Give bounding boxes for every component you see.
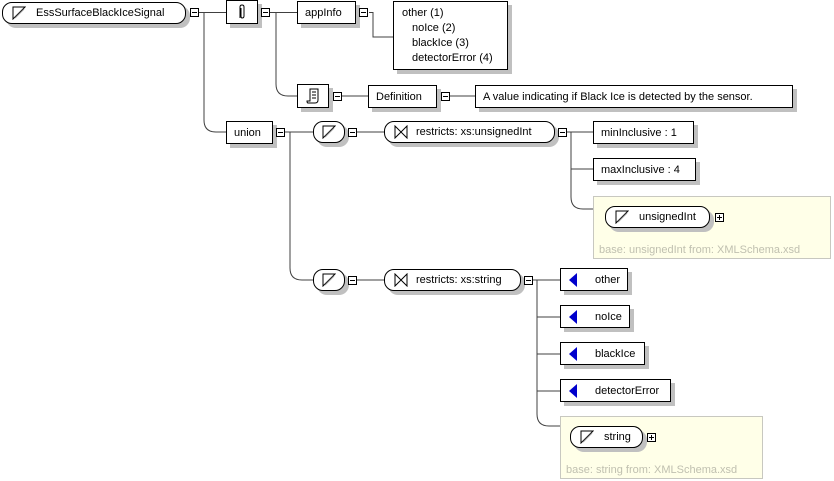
- restriction-label: restricts: xs:string: [416, 274, 502, 286]
- enumeration-label: detectorError: [595, 384, 660, 397]
- restriction-unsignedint-node[interactable]: restricts: xs:unsignedInt: [384, 121, 555, 143]
- simple-type-icon: [615, 210, 629, 224]
- enumeration-other[interactable]: other: [560, 268, 628, 291]
- union-node[interactable]: union: [226, 121, 273, 144]
- member-1-collapse-toggle[interactable]: [348, 128, 357, 137]
- union-label: union: [234, 126, 261, 139]
- definition-text-box: A value indicating if Black Ice is detec…: [475, 85, 793, 108]
- root-name: EssSurfaceBlackIceSignal: [36, 7, 165, 19]
- restriction-icon: [394, 125, 408, 139]
- documentation-node[interactable]: [297, 84, 329, 108]
- restriction-string-collapse-toggle[interactable]: [524, 276, 533, 285]
- base-type-name: string: [604, 431, 631, 443]
- enumeration-icon: [569, 272, 577, 287]
- facet-max-inclusive[interactable]: maxInclusive : 4: [593, 158, 696, 181]
- appinfo-line: detectorError (4): [412, 51, 493, 64]
- document-scroll-icon: [306, 88, 319, 104]
- definition-text: A value indicating if Black Ice is detec…: [483, 90, 753, 103]
- appinfo-node[interactable]: appInfo: [297, 1, 356, 24]
- facet-min-inclusive[interactable]: minInclusive : 1: [593, 121, 694, 144]
- base-type-note: base: string from: XMLSchema.xsd: [566, 464, 738, 476]
- enumeration-detectorerror[interactable]: detectorError: [560, 379, 671, 402]
- base-type-unsignedint-node[interactable]: unsignedInt: [605, 206, 710, 228]
- facet-label: minInclusive : 1: [601, 126, 677, 139]
- union-collapse-toggle[interactable]: [276, 128, 285, 137]
- base-type-box-string: string base: string from: XMLSchema.xsd: [560, 416, 763, 479]
- simple-type-icon: [580, 430, 594, 444]
- appinfo-content-box: other (1) noIce (2) blackIce (3) detecto…: [393, 1, 508, 70]
- enumeration-icon: [569, 346, 577, 361]
- expand-unsignedint-toggle[interactable]: [715, 213, 724, 222]
- enumeration-label: blackIce: [595, 347, 636, 360]
- simple-type-icon: [322, 273, 336, 287]
- base-type-note: base: unsignedInt from: XMLSchema.xsd: [599, 244, 801, 256]
- member-2-collapse-toggle[interactable]: [348, 276, 357, 285]
- enumeration-label: other: [595, 273, 621, 286]
- appinfo-collapse-toggle[interactable]: [359, 8, 368, 17]
- enumeration-label: noIce: [595, 310, 622, 323]
- annotation-collapse-toggle[interactable]: [261, 8, 270, 17]
- restriction-icon: [394, 273, 408, 287]
- restriction-label: restricts: xs:unsignedInt: [416, 126, 532, 138]
- facet-label: maxInclusive : 4: [601, 163, 680, 176]
- enumeration-noice[interactable]: noIce: [560, 305, 630, 328]
- base-type-string-node[interactable]: string: [570, 426, 643, 448]
- appinfo-line: other (1): [402, 6, 444, 19]
- paperclip-icon: [239, 4, 245, 19]
- definition-label: Definition: [376, 90, 422, 103]
- root-simple-type-node[interactable]: EssSurfaceBlackIceSignal: [2, 2, 186, 24]
- documentation-collapse-toggle[interactable]: [333, 92, 342, 101]
- root-collapse-toggle[interactable]: [190, 8, 199, 17]
- union-member-1-node[interactable]: [313, 121, 345, 143]
- enumeration-icon: [569, 383, 577, 398]
- appinfo-line: noIce (2): [412, 21, 456, 34]
- definition-node[interactable]: Definition: [368, 85, 437, 108]
- enumeration-icon: [569, 309, 577, 324]
- base-type-box-unsignedint: unsignedInt base: unsignedInt from: XMLS…: [593, 196, 831, 259]
- simple-type-icon: [12, 6, 26, 20]
- restriction-unsignedint-collapse-toggle[interactable]: [558, 128, 567, 137]
- union-member-2-node[interactable]: [313, 269, 345, 291]
- restriction-string-node[interactable]: restricts: xs:string: [384, 269, 521, 291]
- simple-type-icon: [322, 125, 336, 139]
- expand-string-toggle[interactable]: [647, 433, 656, 442]
- enumeration-blackice[interactable]: blackIce: [560, 342, 645, 365]
- appinfo-line: blackIce (3): [412, 36, 469, 49]
- appinfo-label: appInfo: [305, 6, 342, 19]
- annotation-node[interactable]: [226, 0, 258, 24]
- definition-collapse-toggle[interactable]: [441, 92, 450, 101]
- base-type-name: unsignedInt: [639, 211, 696, 223]
